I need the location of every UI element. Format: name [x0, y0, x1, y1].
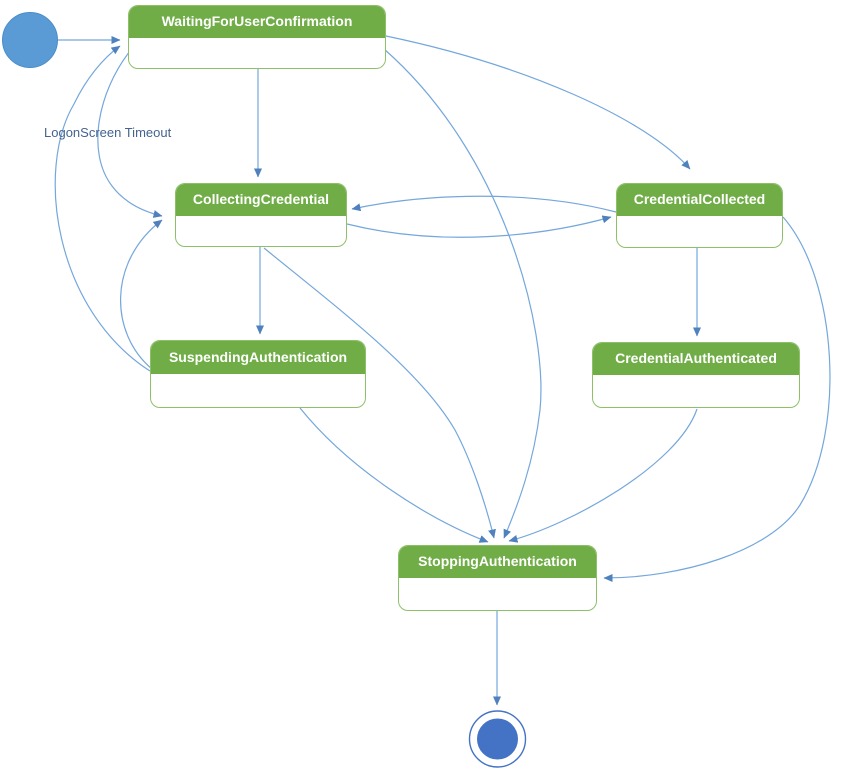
transition-suspending-waiting[interactable] — [54, 45, 151, 372]
final-state[interactable] — [477, 718, 518, 760]
state-waiting-header: WaitingForUserConfirmation — [129, 6, 385, 38]
state-stopping[interactable]: StoppingAuthentication — [398, 545, 597, 611]
state-waiting[interactable]: WaitingForUserConfirmation — [128, 5, 386, 69]
state-collecting[interactable]: CollectingCredential — [175, 183, 347, 247]
state-waiting-label: WaitingForUserConfirmation — [161, 13, 353, 29]
transition-collecting-stopping[interactable] — [263, 247, 496, 539]
state-collected[interactable]: CredentialCollected — [616, 183, 783, 248]
transition-authenticated-stopping[interactable] — [508, 408, 698, 543]
transition-waiting-collected[interactable] — [385, 35, 691, 170]
state-authenticated-label: CredentialAuthenticated — [615, 350, 777, 366]
transition-collecting-collected[interactable] — [346, 215, 612, 238]
transition-collected-collecting[interactable] — [351, 195, 617, 213]
transition-collected-stopping[interactable] — [603, 216, 831, 582]
state-suspending-label: SuspendingAuthentication — [168, 348, 348, 365]
transition-suspending-collecting[interactable] — [120, 219, 163, 370]
state-collecting-label: CollectingCredential — [192, 191, 330, 207]
state-collecting-header: CollectingCredential — [176, 184, 346, 216]
edge-label-logonscreen-timeout: LogonScreen Timeout — [44, 125, 172, 140]
state-collected-label: CredentialCollected — [633, 191, 766, 207]
state-authenticated[interactable]: CredentialAuthenticated — [592, 342, 800, 408]
state-suspending[interactable]: SuspendingAuthentication — [150, 340, 366, 408]
transition-waiting-stopping[interactable] — [383, 48, 542, 539]
state-suspending-header: SuspendingAuthentication — [151, 341, 365, 374]
state-stopping-header: StoppingAuthentication — [399, 546, 596, 578]
state-stopping-label: StoppingAuthentication — [418, 553, 577, 569]
transition-waiting-collecting[interactable] — [97, 50, 163, 218]
transition-suspending-stopping[interactable] — [299, 407, 489, 543]
initial-state[interactable] — [2, 12, 58, 68]
state-collected-header: CredentialCollected — [617, 184, 782, 216]
state-authenticated-header: CredentialAuthenticated — [593, 343, 799, 375]
